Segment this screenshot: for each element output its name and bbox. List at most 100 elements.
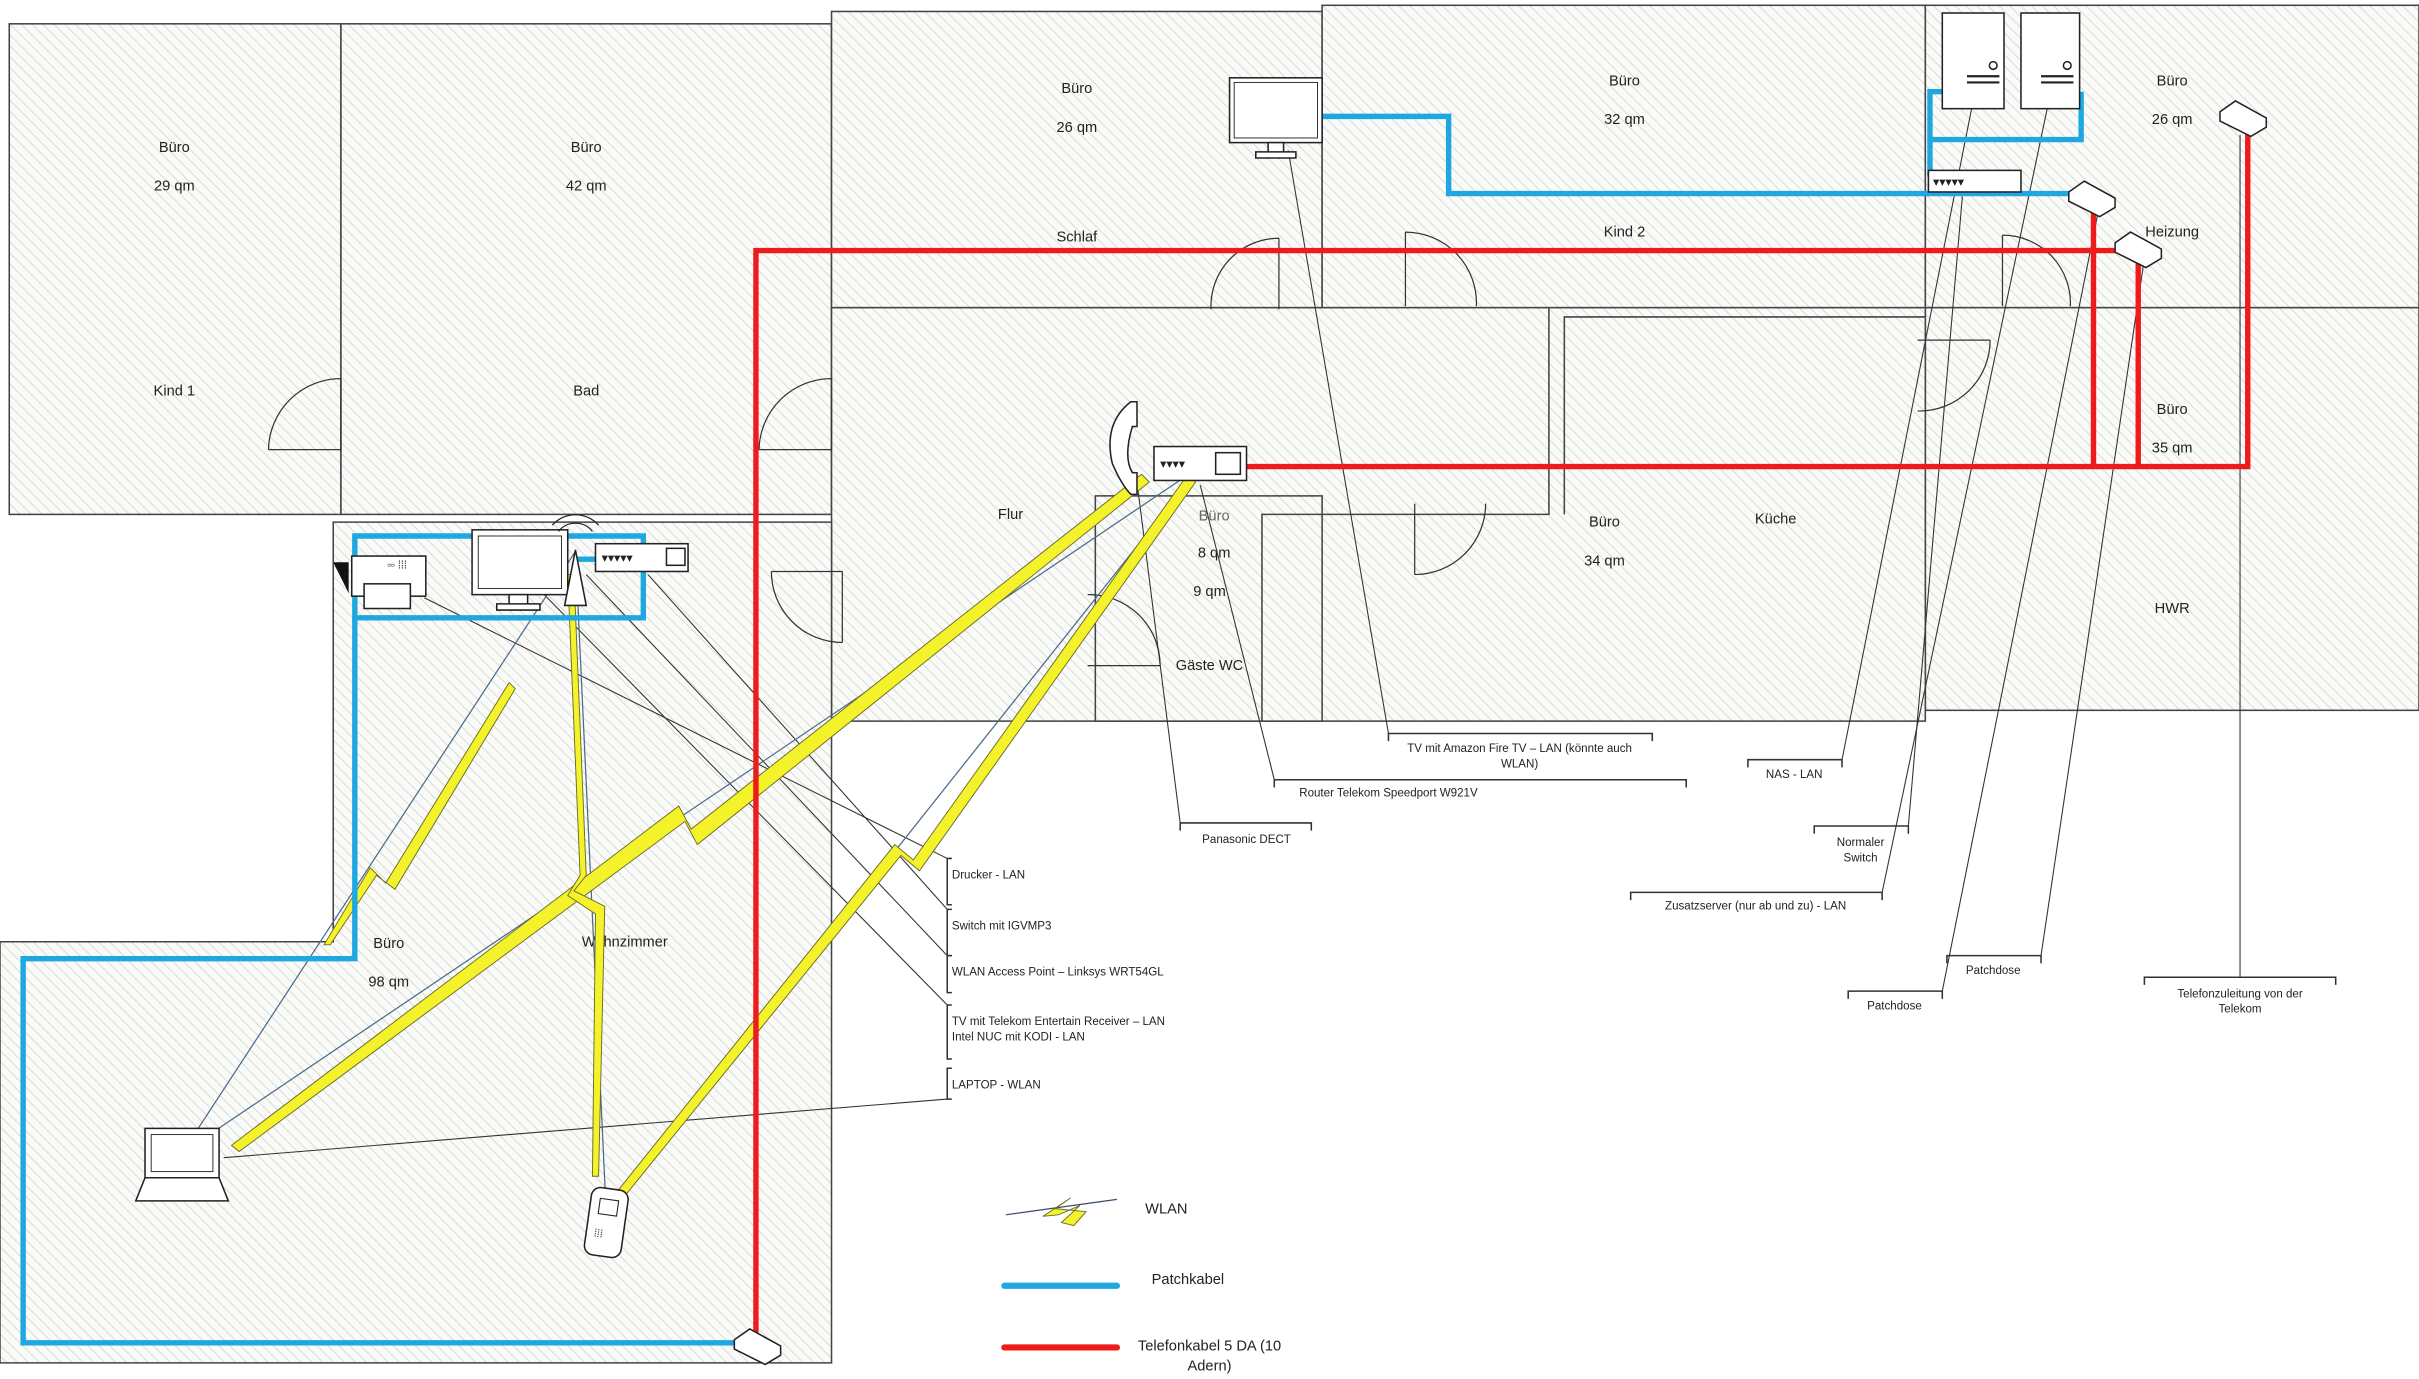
callout-tv-telekom: Intel NUC mit KODI - LAN xyxy=(952,1031,1085,1043)
room-heizung xyxy=(1924,4,2419,309)
callout-igmp-switch: Switch mit IGVMP3 xyxy=(952,920,1052,932)
leader-line xyxy=(585,574,948,956)
legend-wlan: WLAN xyxy=(1005,1197,1187,1227)
room-area: 34 qm xyxy=(1584,553,1625,569)
switch-icon: ▾▾▾▾▾ xyxy=(1927,169,2022,193)
callout-tv-telekom: TV mit Telekom Entertain Receiver – LAN xyxy=(952,1016,1165,1028)
door xyxy=(2001,234,2071,307)
wlan-links xyxy=(181,466,1201,1216)
access-point-icon xyxy=(551,514,600,607)
room-name: Büro xyxy=(373,936,404,952)
room-area: 32 qm xyxy=(1604,112,1645,128)
legend-telefonkabel-label: Telefonkabel 5 DA (10 xyxy=(1138,1339,1281,1355)
callout-zusatzserver: Zusatzserver (nur ab und zu) - LAN xyxy=(1665,900,1846,912)
callout-switch: Normaler xyxy=(1837,837,1885,849)
telephone-cable xyxy=(753,247,2136,1350)
leader-line xyxy=(524,574,948,1006)
room-name: Büro xyxy=(1199,509,1230,525)
callout-access-point: WLAN Access Point – Linksys WRT54GL xyxy=(952,967,1164,979)
legend-telefonkabel: Telefonkabel 5 DA (10 Adern) xyxy=(1001,1339,1281,1375)
leader-line xyxy=(1907,196,1963,827)
door xyxy=(1917,339,1991,412)
callout-drucker: Drucker - LAN xyxy=(952,869,1025,881)
wlan-thin-line xyxy=(181,551,576,1154)
doors xyxy=(267,231,2071,667)
door xyxy=(770,570,843,644)
svg-text:▾▾▾▾: ▾▾▾▾ xyxy=(1160,457,1185,471)
patch-socket-icon xyxy=(2068,180,2116,218)
patch-socket-icon xyxy=(733,1328,782,1366)
room-area: 98 qm xyxy=(368,974,409,990)
room-use: HWR xyxy=(2155,601,2190,617)
room-wohnzimmer xyxy=(0,521,833,1364)
room-schlaf xyxy=(830,10,1323,309)
wlan-bolt xyxy=(323,681,516,946)
room-flur: Flur xyxy=(998,507,1023,523)
wlan-bolt-icon xyxy=(1042,1197,1088,1227)
leader-line xyxy=(223,1098,948,1159)
room-name: Büro xyxy=(1061,81,1092,97)
callout-patchdose: Patchdose xyxy=(1867,1001,1922,1013)
callout-patchdose: Patchdose xyxy=(1966,965,2021,977)
rooms xyxy=(0,4,2419,1364)
svg-text:▾▾▾▾▾: ▾▾▾▾▾ xyxy=(602,551,633,565)
room-name: Büro xyxy=(1609,74,1640,90)
room-area: 35 qm xyxy=(2152,441,2193,457)
mobile-phone-icon: ⁞⁞⁞ xyxy=(583,1186,629,1259)
svg-text:▾▾▾▾▾: ▾▾▾▾▾ xyxy=(1933,175,1964,189)
laptop-icon xyxy=(134,1127,230,1202)
leader-line xyxy=(1881,108,2048,893)
callouts: TV mit Amazon Fire TV – LAN (könnte auch… xyxy=(946,732,2337,1100)
patch-socket-icon xyxy=(2114,231,2163,269)
door xyxy=(1404,231,1478,307)
room-name: Büro xyxy=(2157,74,2188,90)
room-use: Kind 2 xyxy=(1604,225,1646,241)
legend: WLAN Patchkabel Telefonkabel 5 DA (10 Ad… xyxy=(1001,1197,1281,1375)
legend-patchkabel-label: Patchkabel xyxy=(1152,1272,1224,1288)
svg-text:⁞⁞⁞: ⁞⁞⁞ xyxy=(593,1227,604,1240)
room-use: Kind 1 xyxy=(154,384,196,400)
door xyxy=(267,378,342,452)
monitor-icon xyxy=(1228,77,1323,159)
callout-telefonzuleitung: Telefonzuleitung von der xyxy=(2177,988,2302,1000)
callout-laptop: LAPTOP - WLAN xyxy=(952,1079,1041,1091)
devices: ▾▾▾▾▾ ▾▾▾▾ ▫▫ ⁞⁞⁞ xyxy=(134,12,2268,1366)
room-gaeste-wc xyxy=(1094,495,1323,722)
room-area: 26 qm xyxy=(1056,120,1097,136)
leader-line xyxy=(424,597,948,859)
room-use: Gäste WC xyxy=(1176,658,1244,674)
room-name: Büro xyxy=(1589,515,1620,531)
telephone-cable xyxy=(2090,204,2141,467)
svg-text:▫▫ ⁞⁞⁞: ▫▫ ⁞⁞⁞ xyxy=(387,559,407,571)
room-use: Heizung xyxy=(2145,225,2199,241)
switch-icon: ▾▾▾▾▾ xyxy=(594,542,689,573)
legend-wlan-label: WLAN xyxy=(1145,1201,1187,1217)
room-name: Büro xyxy=(571,140,602,156)
wlan-bolt xyxy=(230,473,1151,1153)
tv-icon xyxy=(471,529,569,611)
door xyxy=(1414,503,1487,576)
room-area: 9 qm xyxy=(1193,584,1226,600)
printer-icon: ▫▫ ⁞⁞⁞ xyxy=(333,555,427,610)
legend-patchkabel: Patchkabel xyxy=(1001,1272,1224,1289)
leader-line xyxy=(1841,108,1973,760)
telephone-icon xyxy=(1109,401,1138,496)
callout-switch: Switch xyxy=(1844,853,1878,865)
leader-line xyxy=(1941,211,2099,992)
callout-nas: NAS - LAN xyxy=(1766,769,1823,781)
room-area: 26 qm xyxy=(2152,112,2193,128)
room-use: Bad xyxy=(573,384,599,400)
wlan-thin-line xyxy=(181,466,1201,1154)
leader-line xyxy=(1287,150,1389,734)
room-name: Büro xyxy=(2157,402,2188,418)
callout-dect: Panasonic DECT xyxy=(1202,834,1291,846)
server-icon xyxy=(1941,12,2005,110)
room-area: 29 qm xyxy=(154,178,195,194)
server-icon xyxy=(2020,12,2081,110)
room-area: 42 qm xyxy=(566,178,607,194)
inner-wall xyxy=(1261,307,1926,722)
room-name: Büro xyxy=(159,140,190,156)
callout-tv-fire: WLAN) xyxy=(1501,758,1538,770)
room-kind2 xyxy=(1321,4,1927,309)
door xyxy=(758,378,833,452)
